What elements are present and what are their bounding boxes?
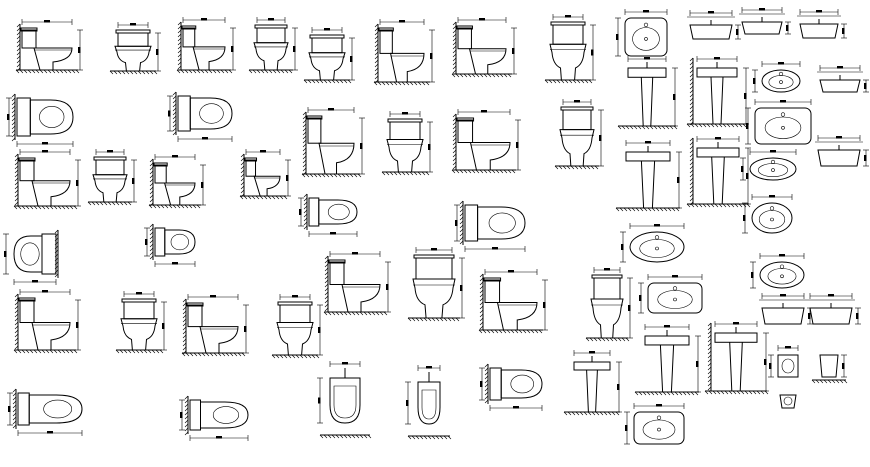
toilet-side-elevation — [451, 109, 521, 174]
toilet-plan-view — [7, 388, 83, 436]
wash-basin-plan — [742, 194, 793, 234]
toilet-front-elevation — [381, 111, 433, 176]
toilet-front-elevation — [248, 17, 298, 74]
toilet-side-elevation — [323, 251, 391, 316]
toilet-side-elevation — [478, 269, 548, 334]
toilet-plan-view — [179, 395, 249, 441]
toilet-front-elevation — [407, 247, 465, 322]
wall-basin-elevation — [807, 293, 861, 325]
toilet-side-elevation — [15, 19, 83, 74]
pedestal-basin-elevation — [617, 56, 678, 130]
urinal-elevation — [405, 365, 452, 440]
wash-basin-plan — [750, 253, 805, 289]
toilet-front-elevation — [554, 99, 604, 170]
toilet-side-elevation — [301, 107, 365, 178]
toilet-front-elevation — [271, 294, 323, 359]
urinal-elevation — [317, 361, 372, 439]
wash-basin-plan — [745, 99, 812, 145]
pedestal-basin-elevation — [563, 350, 622, 416]
pedestal-basin-elevation — [615, 140, 682, 212]
wash-basin-plan — [624, 403, 685, 445]
wash-basin-plan — [752, 61, 801, 93]
toilet-front-elevation — [585, 267, 633, 342]
wall-basin-elevation — [815, 135, 869, 167]
toilet-plan-view — [144, 223, 196, 267]
wall-basin-elevation — [817, 65, 869, 93]
wash-basin-plan — [638, 274, 703, 314]
wall-basin-elevation — [797, 9, 847, 39]
toilet-side-elevation — [239, 149, 291, 200]
wash-basin-plan — [620, 223, 685, 263]
toilet-side-elevation — [13, 289, 81, 354]
pedestal-basin-elevation — [704, 321, 769, 395]
toilet-plan-view — [298, 193, 358, 237]
wall-basin-elevation — [687, 10, 741, 40]
toilet-front-elevation — [303, 27, 355, 84]
toilet-side-elevation — [13, 149, 81, 210]
toilet-front-elevation — [109, 22, 161, 75]
pedestal-basin-elevation — [634, 324, 701, 396]
toilet-side-elevation — [451, 17, 517, 78]
toilet-plan-view — [3, 229, 59, 285]
toilet-plan-view — [6, 93, 74, 147]
toilet-front-elevation — [115, 291, 167, 354]
toilet-plan-view — [454, 200, 526, 252]
toilet-side-elevation — [148, 154, 206, 209]
pedestal-basin-elevation — [686, 136, 751, 208]
toilet-plan-view — [167, 91, 233, 142]
toilet-side-elevation — [176, 17, 236, 74]
toilet-front-elevation — [544, 14, 596, 84]
small-fixture-elevation — [768, 345, 799, 378]
wash-basin-plan — [615, 9, 668, 57]
toilet-side-elevation — [181, 294, 249, 357]
wash-basin-plan — [740, 149, 797, 181]
small-fixture-elevation — [811, 354, 848, 384]
toilet-front-elevation — [87, 149, 137, 206]
wall-basin-elevation — [739, 7, 791, 35]
wall-basin-elevation — [759, 293, 813, 325]
small-fixture-plan — [779, 394, 797, 409]
pedestal-basin-elevation — [686, 56, 749, 128]
toilet-side-elevation — [373, 19, 435, 86]
toilet-plan-view — [479, 363, 543, 411]
